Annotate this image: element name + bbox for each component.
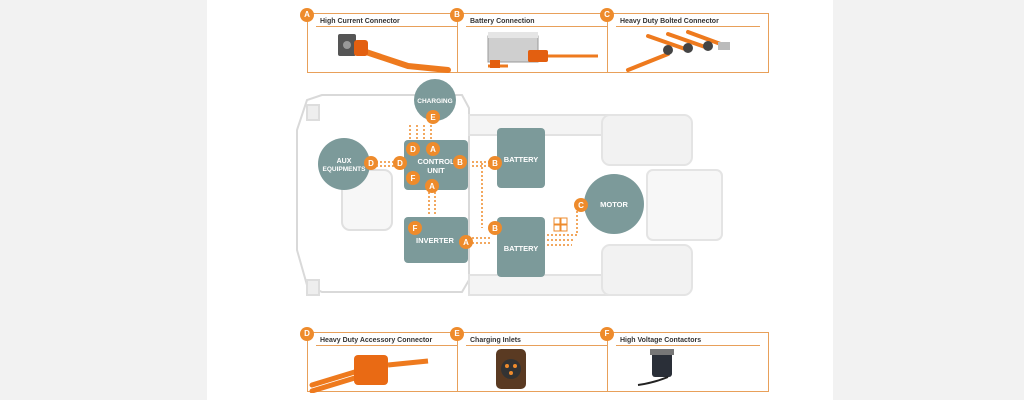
svg-text:D: D xyxy=(368,159,374,168)
badge-inverter-f: F xyxy=(408,221,422,235)
badge-control-b: B xyxy=(453,155,467,169)
card-badge-b: B xyxy=(450,8,464,22)
card-badge-d: D xyxy=(300,327,314,341)
svg-text:F: F xyxy=(413,224,418,233)
card-title-underline xyxy=(466,26,610,27)
high-current-connector-image xyxy=(338,34,451,73)
charging-inlet-image xyxy=(496,349,526,389)
badge-control-d: D xyxy=(406,142,420,156)
svg-text:C: C xyxy=(578,201,584,210)
card-title: Heavy Duty Bolted Connector xyxy=(620,18,719,25)
svg-text:B: B xyxy=(457,158,463,167)
card-title-underline xyxy=(466,345,610,346)
card-battery-connection: B Battery Connection xyxy=(450,8,619,73)
aux-label-line1: AUX xyxy=(337,158,352,165)
card-title-underline xyxy=(616,26,760,27)
badge-battery-bottom-b: B xyxy=(488,221,502,235)
card-title: Battery Connection xyxy=(470,18,535,25)
svg-text:B: B xyxy=(492,159,498,168)
svg-text:D: D xyxy=(410,145,416,154)
battery-top-node: BATTERY xyxy=(497,128,545,188)
card-title: Heavy Duty Accessory Connector xyxy=(320,337,433,344)
card-heavy-duty-bolted-connector: C Heavy Duty Bolted Connector xyxy=(600,8,769,73)
badge-charging-e: E xyxy=(426,110,440,124)
card-badge-a: A xyxy=(300,8,314,22)
card-high-voltage-contactors: F High Voltage Contactors xyxy=(600,327,769,392)
svg-text:E: E xyxy=(430,113,436,122)
vehicle-diagram: CHARGING AUX EQUIPMENTS CONTROL UNIT BAT… xyxy=(296,79,723,296)
card-title-underline xyxy=(316,345,460,346)
badge-aux-d: D xyxy=(364,156,378,170)
inverter-label: INVERTER xyxy=(416,236,455,245)
card-charging-inlets: E Charging Inlets xyxy=(450,327,619,392)
card-title-underline xyxy=(316,26,460,27)
contactor-image xyxy=(637,349,674,386)
control-unit-node: CONTROL UNIT xyxy=(404,140,468,190)
card-title: High Voltage Contactors xyxy=(620,337,702,344)
card-heavy-duty-accessory-connector: D Heavy Duty Accessory Connector xyxy=(300,327,469,393)
svg-text:B: B xyxy=(492,224,498,233)
card-title: High Current Connector xyxy=(320,18,400,25)
motor-connector-blocks xyxy=(553,217,568,232)
charging-label: CHARGING xyxy=(417,98,452,105)
badge-battery-top-b: B xyxy=(488,156,502,170)
card-title-underline xyxy=(616,345,760,346)
badge-control-a-bottom: A xyxy=(425,179,439,193)
aux-label-line2: EQUIPMENTS xyxy=(323,166,367,173)
motor-label: MOTOR xyxy=(600,200,628,209)
svg-text:A: A xyxy=(430,145,436,154)
svg-text:D: D xyxy=(397,159,403,168)
card-badge-f: F xyxy=(600,327,614,341)
motor-node: MOTOR xyxy=(584,174,644,234)
svg-text:A: A xyxy=(429,182,435,191)
card-badge-e: E xyxy=(450,327,464,341)
battery-connection-image xyxy=(487,32,598,68)
charging-node: CHARGING xyxy=(414,79,456,121)
battery-bottom-label: BATTERY xyxy=(504,244,539,253)
svg-text:A: A xyxy=(463,238,469,247)
badge-motor-c: C xyxy=(574,198,588,212)
badge-control-a-top: A xyxy=(426,142,440,156)
bolted-connector-image xyxy=(626,30,730,72)
accessory-connector-image xyxy=(309,355,429,393)
card-title: Charging Inlets xyxy=(470,337,521,344)
card-badge-c: C xyxy=(600,8,614,22)
diagram-badges: E D A B F A D D B F A B C xyxy=(364,110,588,249)
card-high-current-connector: A High Current Connector xyxy=(300,8,469,73)
badge-control-f: F xyxy=(406,171,420,185)
control-label-line1: CONTROL xyxy=(417,157,454,166)
battery-top-label: BATTERY xyxy=(504,155,539,164)
control-label-line2: UNIT xyxy=(427,166,445,175)
diagram-canvas: A High Current Connector B Battery Conne… xyxy=(207,0,833,400)
svg-text:F: F xyxy=(411,174,416,183)
badge-control-d-left: D xyxy=(393,156,407,170)
badge-inverter-a: A xyxy=(459,235,473,249)
aux-equipments-node: AUX EQUIPMENTS xyxy=(318,138,370,190)
battery-bottom-node: BATTERY xyxy=(497,217,545,277)
